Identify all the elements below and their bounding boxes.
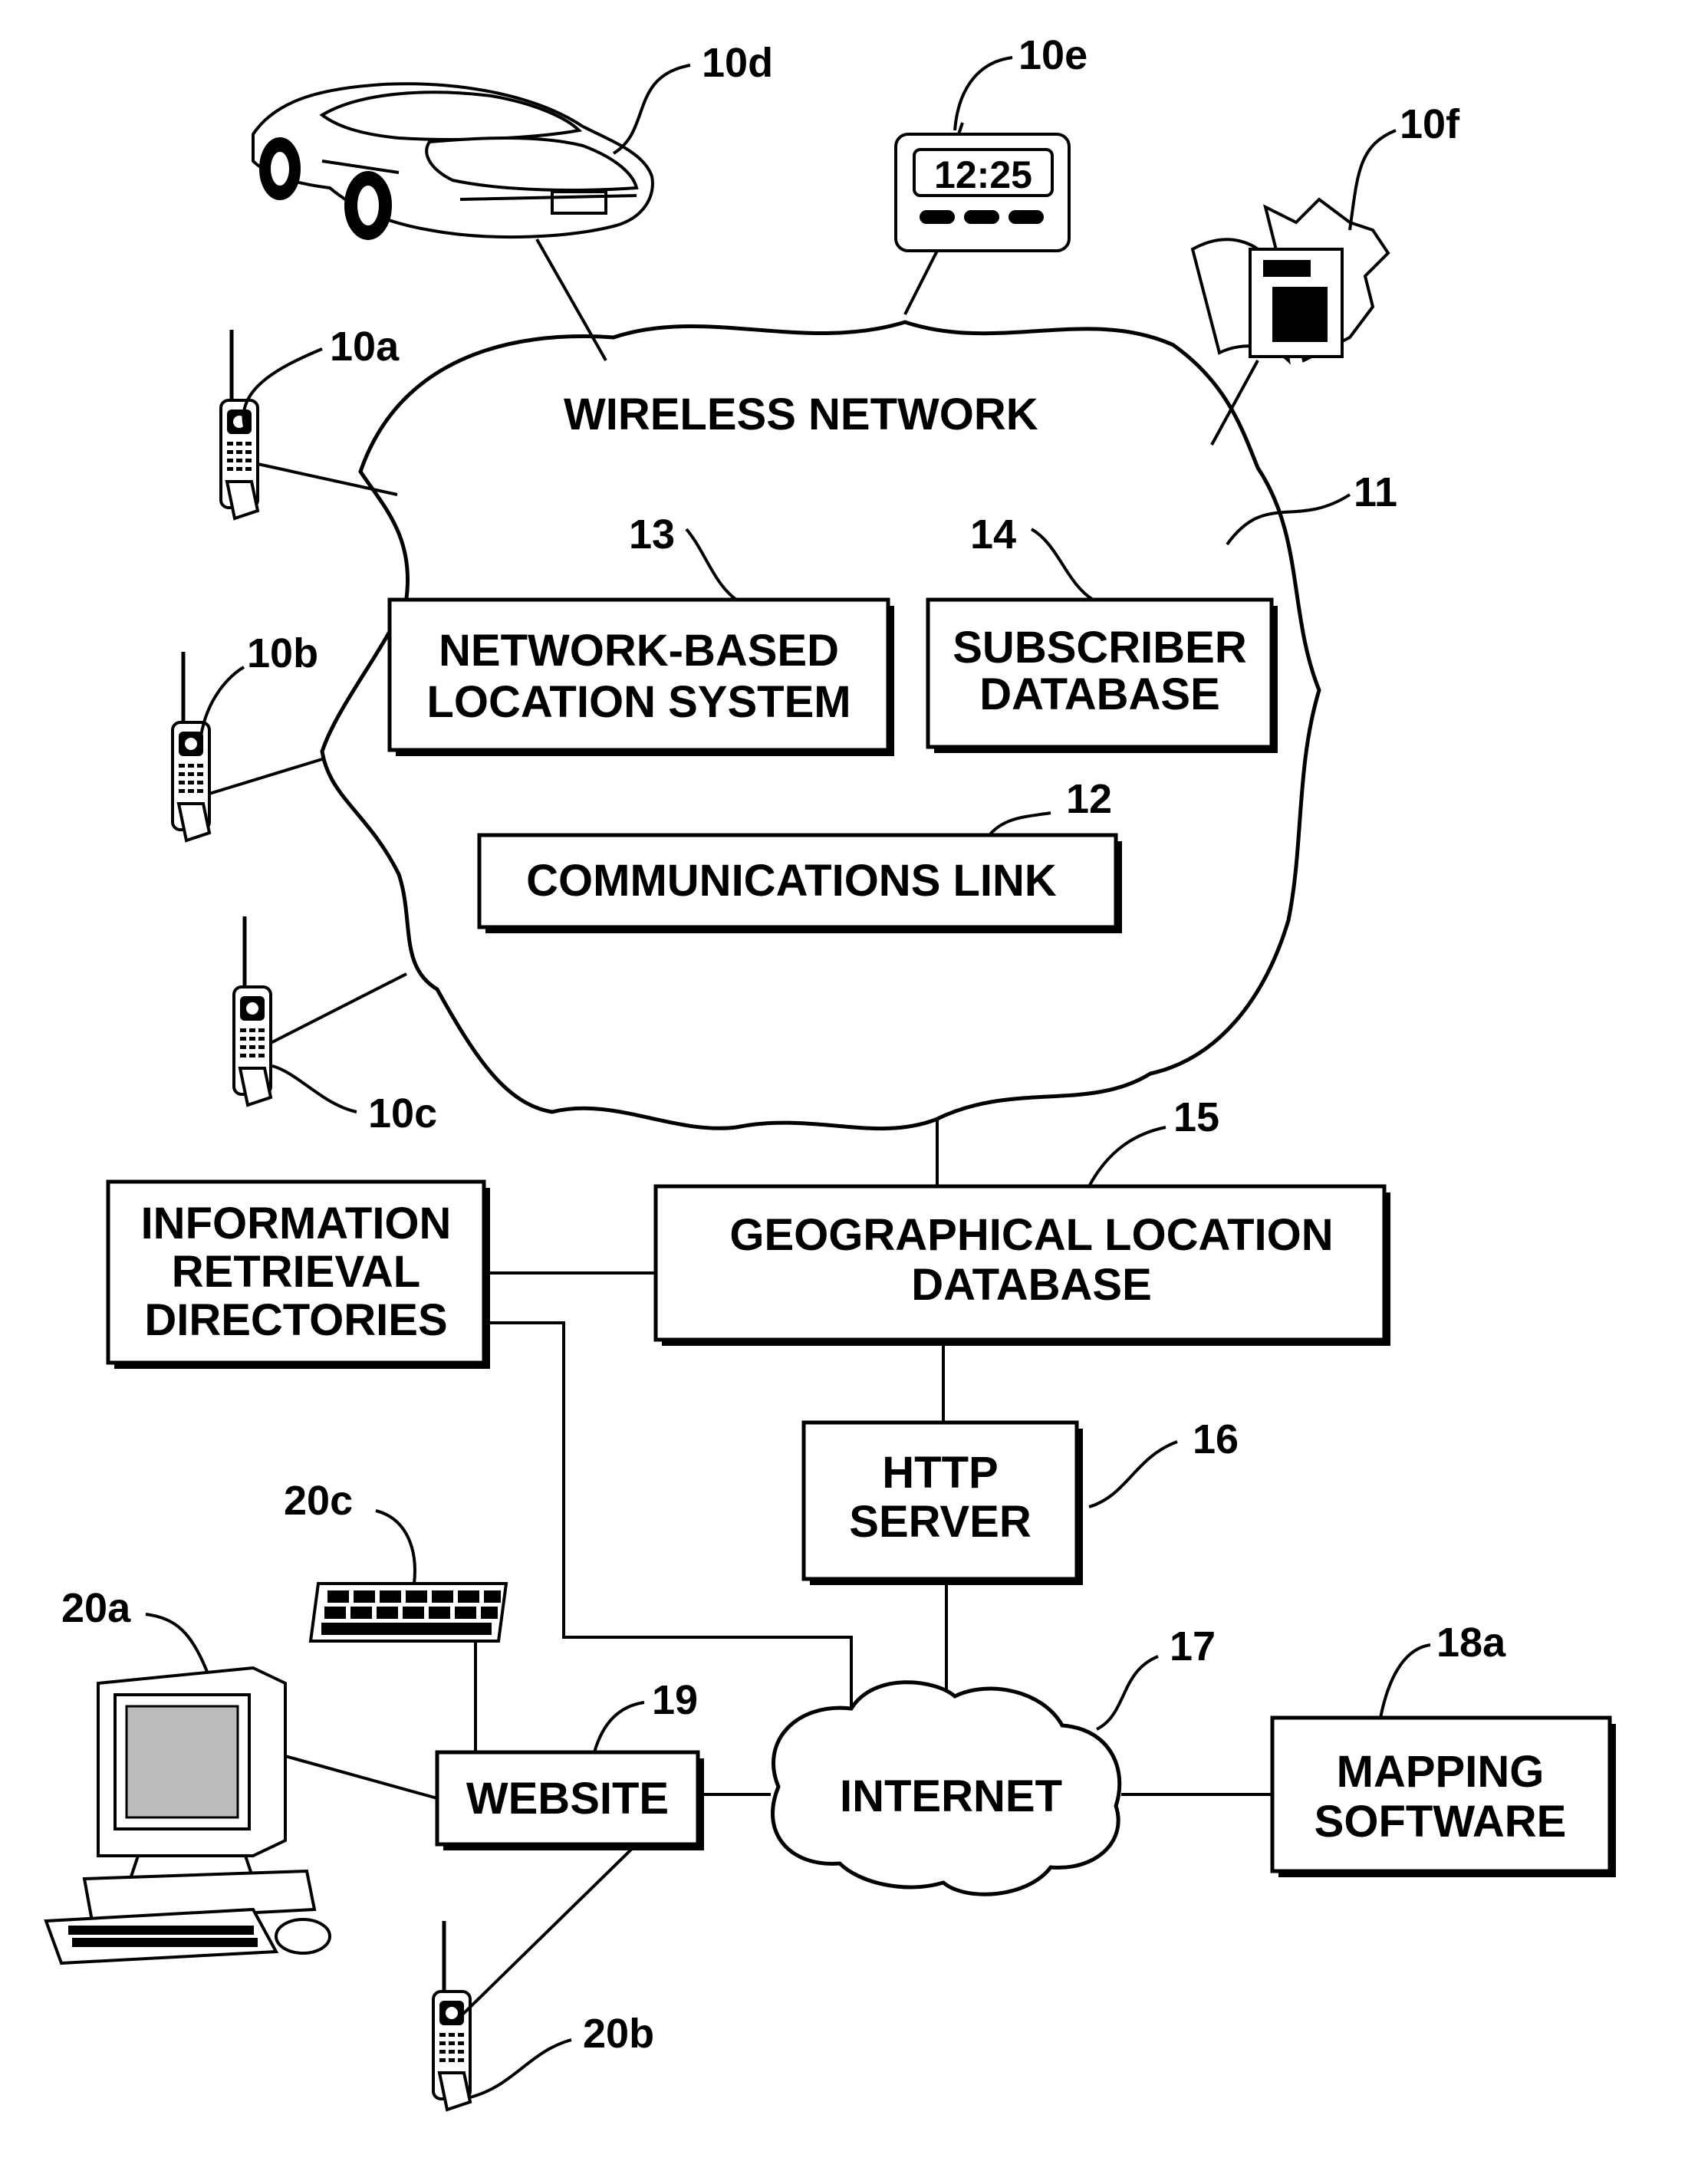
link-pager bbox=[905, 251, 937, 314]
internet-cloud: INTERNET 17 bbox=[772, 1623, 1216, 1894]
ref-18a: 18a bbox=[1436, 1620, 1506, 1666]
ref-16: 16 bbox=[1193, 1416, 1239, 1462]
info-retrieval-line3: DIRECTORIES bbox=[144, 1295, 447, 1345]
phone-10b-icon bbox=[173, 652, 209, 840]
keyboard-icon bbox=[311, 1584, 506, 1641]
ref-13: 13 bbox=[629, 511, 675, 558]
http-server-line2: SERVER bbox=[849, 1497, 1031, 1547]
ref-10c: 10c bbox=[368, 1090, 437, 1136]
leader-10e bbox=[955, 58, 1012, 130]
ref-10e: 10e bbox=[1018, 32, 1087, 78]
leader-19 bbox=[594, 1702, 644, 1752]
ref-20c: 20c bbox=[284, 1478, 353, 1524]
leader-20a bbox=[146, 1614, 207, 1672]
ref-10a: 10a bbox=[330, 324, 400, 370]
ref-12: 12 bbox=[1066, 776, 1112, 822]
ref-10f: 10f bbox=[1400, 101, 1460, 147]
location-system-line1: NETWORK-BASED bbox=[439, 626, 839, 676]
leader-10d bbox=[614, 65, 690, 153]
leader-15 bbox=[1089, 1127, 1166, 1186]
ref-15: 15 bbox=[1173, 1094, 1219, 1140]
internet-label: INTERNET bbox=[840, 1771, 1062, 1821]
ref-20b: 20b bbox=[583, 2011, 654, 2057]
fax-icon bbox=[1193, 199, 1388, 360]
geo-db-line1: GEOGRAPHICAL LOCATION bbox=[729, 1210, 1333, 1260]
leader-10f bbox=[1350, 130, 1396, 230]
info-retrieval-box: INFORMATION RETRIEVAL DIRECTORIES bbox=[108, 1182, 490, 1369]
subscriber-db-line2: DATABASE bbox=[979, 669, 1220, 719]
computer-icon bbox=[46, 1668, 330, 1963]
leader-16 bbox=[1089, 1442, 1177, 1507]
pager-icon: 12:25 bbox=[896, 123, 1069, 251]
geo-db-line2: DATABASE bbox=[911, 1260, 1152, 1310]
geo-db-box: GEOGRAPHICAL LOCATION DATABASE 15 bbox=[656, 1094, 1390, 1346]
info-retrieval-line1: INFORMATION bbox=[141, 1199, 452, 1248]
ref-14: 14 bbox=[970, 511, 1016, 558]
mapping-line1: MAPPING bbox=[1337, 1747, 1545, 1797]
comm-link-label: COMMUNICATIONS LINK bbox=[526, 856, 1057, 906]
leader-17 bbox=[1097, 1656, 1158, 1729]
http-server-box: HTTP SERVER 16 bbox=[804, 1416, 1239, 1585]
location-system-line2: LOCATION SYSTEM bbox=[426, 677, 851, 727]
http-server-line1: HTTP bbox=[882, 1448, 998, 1498]
phone-10c-icon bbox=[234, 916, 271, 1105]
ref-17: 17 bbox=[1170, 1623, 1216, 1669]
link-computer-website bbox=[285, 1756, 437, 1798]
subscriber-db-line1: SUBSCRIBER bbox=[953, 623, 1247, 673]
website-box: WEBSITE 19 bbox=[437, 1677, 704, 1850]
ref-11: 11 bbox=[1354, 469, 1397, 515]
car-icon bbox=[253, 84, 653, 239]
link-phone-10b bbox=[209, 759, 322, 794]
ref-10b: 10b bbox=[247, 630, 318, 676]
mapping-box: MAPPING SOFTWARE 18a bbox=[1272, 1620, 1616, 1877]
phone-20b-icon bbox=[433, 1921, 470, 2110]
leader-10c bbox=[272, 1066, 357, 1112]
info-retrieval-line2: RETRIEVAL bbox=[172, 1247, 420, 1297]
wireless-network-title: WIRELESS NETWORK bbox=[564, 390, 1038, 439]
leader-18a bbox=[1380, 1645, 1430, 1718]
ref-20a: 20a bbox=[61, 1585, 131, 1631]
ref-10d: 10d bbox=[702, 40, 773, 86]
pager-display-text: 12:25 bbox=[934, 153, 1032, 196]
leader-20c bbox=[376, 1511, 415, 1584]
link-phone-website bbox=[460, 1844, 637, 2017]
website-label: WEBSITE bbox=[466, 1774, 669, 1824]
link-phone-10c bbox=[271, 974, 406, 1043]
ref-19: 19 bbox=[652, 1677, 698, 1723]
phone-10a-icon bbox=[221, 330, 258, 518]
mapping-line2: SOFTWARE bbox=[1315, 1797, 1567, 1847]
leader-20b bbox=[470, 2040, 571, 2097]
